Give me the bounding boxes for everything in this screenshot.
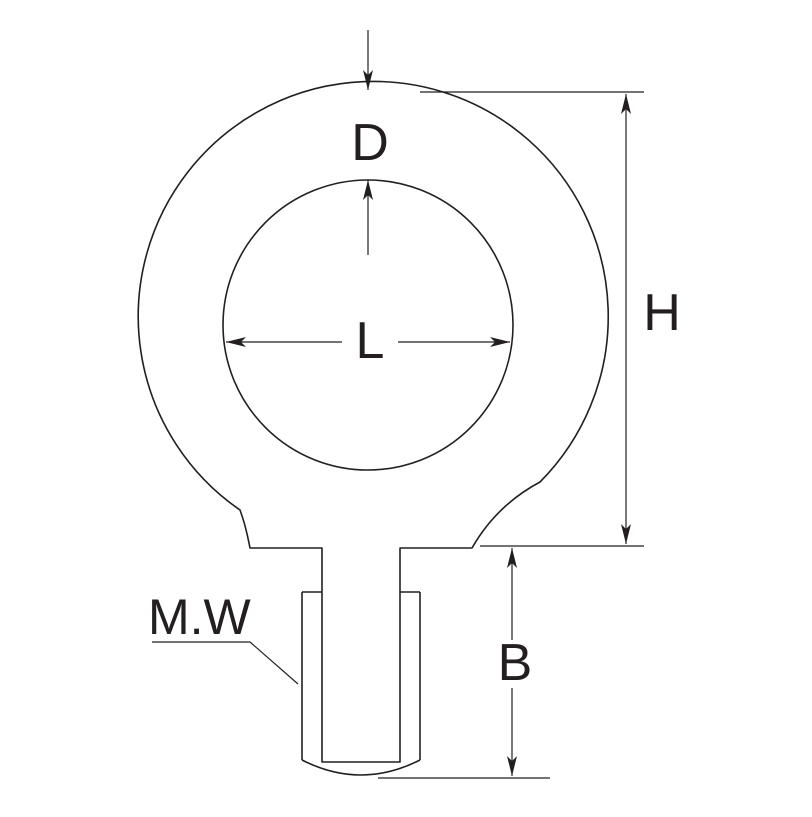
leader-mw	[152, 641, 299, 685]
label-l: L	[356, 312, 385, 370]
label-d: D	[351, 114, 389, 172]
dimension-h	[420, 91, 644, 547]
eye-outer-outline	[137, 80, 609, 763]
label-mw: M.W	[148, 589, 252, 645]
label-b: B	[498, 634, 533, 692]
label-h: H	[643, 284, 681, 342]
dimension-b	[378, 548, 550, 779]
thread-shank	[301, 591, 421, 776]
